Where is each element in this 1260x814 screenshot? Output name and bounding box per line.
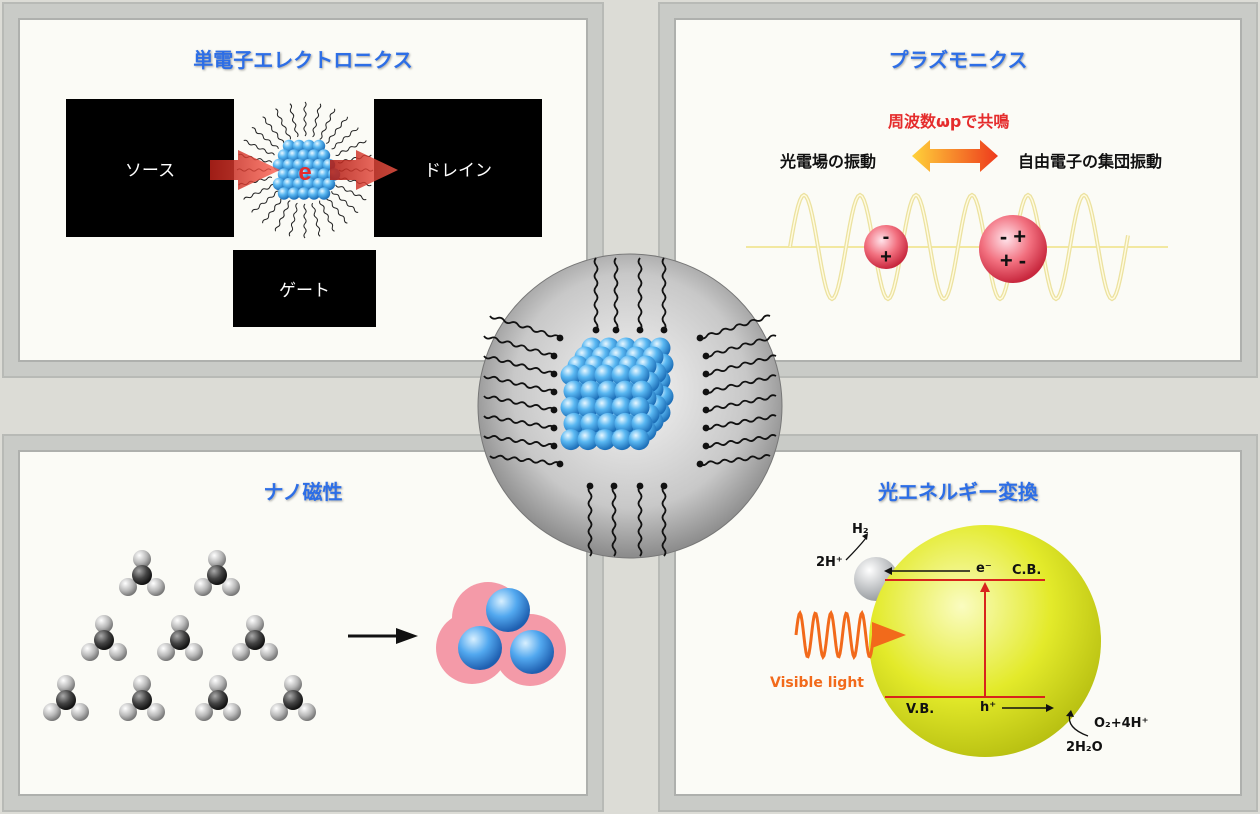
visible-light-wave xyxy=(794,610,876,660)
gate-electrode: ゲート xyxy=(233,250,376,327)
large-particle-charges-top: - + xyxy=(1000,224,1026,249)
o2-label: O₂+4H⁺ xyxy=(1094,716,1149,731)
light-arrow-head xyxy=(872,622,906,648)
small-nanoparticle xyxy=(864,225,908,269)
molecule xyxy=(81,615,127,661)
molecule xyxy=(194,550,240,596)
source-label: ソース xyxy=(124,160,176,181)
small-particle-minus: - xyxy=(883,226,890,248)
drain-label: ドレイン xyxy=(424,160,492,181)
large-nanoparticle xyxy=(979,215,1047,283)
h2-label: H₂ xyxy=(852,522,869,537)
molecule xyxy=(43,675,89,721)
molecule xyxy=(195,675,241,721)
vb-label: V.B. xyxy=(906,702,935,717)
resonance-label: 周波数ωpで共鳴 xyxy=(888,112,1010,131)
electron-oscillation-label: 自由電子の集団振動 xyxy=(1018,152,1163,171)
double-arrow-icon xyxy=(912,140,998,172)
source-electrode: ソース xyxy=(66,99,234,237)
cb-label: C.B. xyxy=(1012,563,1042,578)
gate-label: ゲート xyxy=(279,281,330,301)
panel-title: 単電子エレクトロニクス xyxy=(193,48,413,72)
panel-plasmonics: プラズモニクス xyxy=(660,4,1256,376)
molecule xyxy=(119,550,165,596)
drain-electrode: ドレイン xyxy=(374,99,542,237)
h-plus-label: h⁺ xyxy=(980,700,997,715)
panel-title: プラズモニクス xyxy=(888,48,1028,72)
e-minus-label: e⁻ xyxy=(976,561,992,576)
panel-title: ナノ磁性 xyxy=(263,480,343,504)
large-particle-charges-bottom: + - xyxy=(1000,248,1026,273)
light-field-label: 光電場の振動 xyxy=(780,152,877,171)
arrow-particle-to-drain xyxy=(330,150,398,190)
arrow-source-to-particle xyxy=(210,150,280,190)
molecule xyxy=(232,615,278,661)
h2-evolution-arrow xyxy=(845,537,867,561)
small-particle-plus: + xyxy=(880,246,892,268)
visible-light-label: Visible light xyxy=(770,675,864,691)
molecule xyxy=(270,675,316,721)
water-label: 2H₂O xyxy=(1066,740,1103,755)
cluster-nanoparticle xyxy=(436,582,566,686)
molecule xyxy=(157,615,203,661)
2h-plus-label: 2H⁺ xyxy=(816,555,843,570)
arrow-right-icon xyxy=(396,628,418,644)
molecule xyxy=(119,675,165,721)
panel-title: 光エネルギー変換 xyxy=(878,480,1038,504)
electron-label: e xyxy=(298,159,311,186)
